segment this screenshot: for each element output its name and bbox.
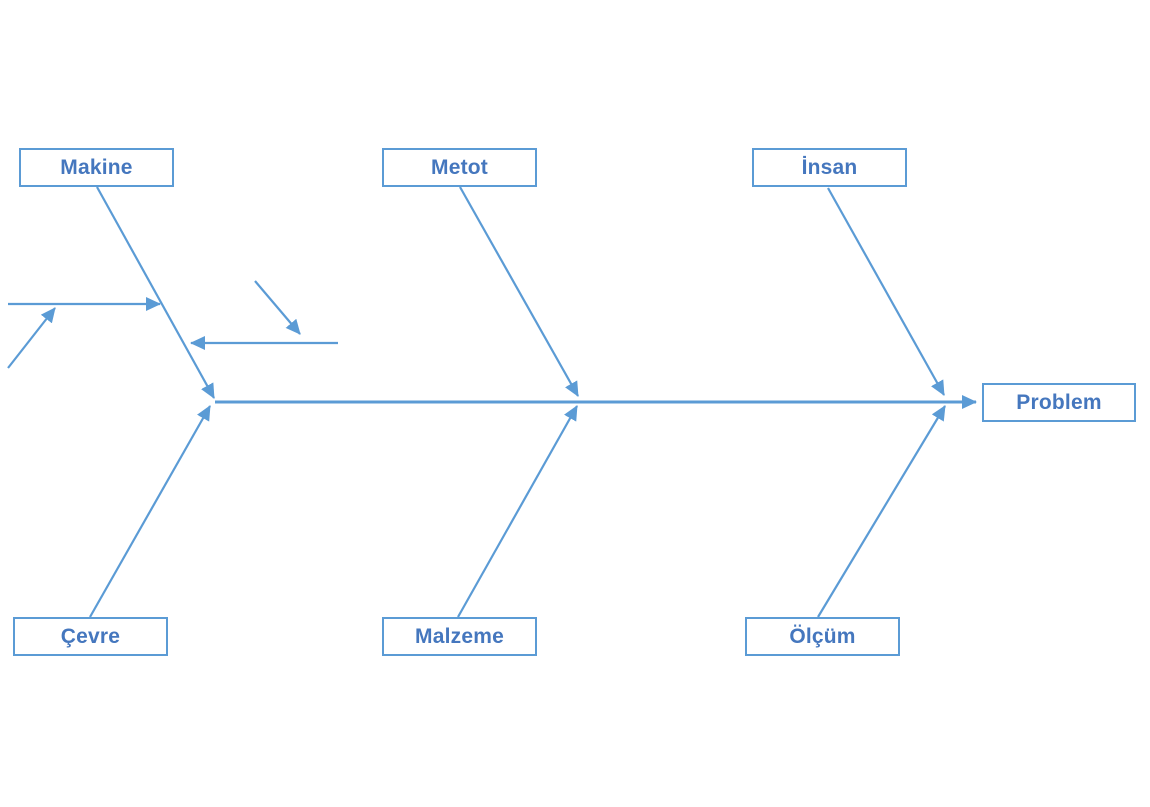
category-label-insan: İnsan [801,156,858,179]
cevre-bone-arrow [89,405,211,618]
makine-subbranch-upper-cause-arrow [7,307,56,369]
category-label-cevre: Çevre [60,625,121,648]
insan-bone-arrow [827,187,945,396]
category-box-olcum: Ölçüm [745,617,900,656]
effect-label: Problem [1016,391,1102,414]
makine-subbranch-lower-cause-arrow [254,280,301,335]
category-label-olcum: Ölçüm [789,625,856,648]
category-box-cevre: Çevre [13,617,168,656]
category-label-makine: Makine [60,156,133,179]
makine-bone-arrow [96,186,215,399]
metot-bone-arrow [459,186,579,397]
effect-box-problem: Problem [982,383,1136,422]
category-label-malzeme: Malzeme [415,625,504,648]
category-box-malzeme: Malzeme [382,617,537,656]
malzeme-bone-arrow [457,405,578,618]
category-box-insan: İnsan [752,148,907,187]
olcum-bone-arrow [817,405,946,618]
category-box-metot: Metot [382,148,537,187]
category-label-metot: Metot [431,156,488,179]
category-box-makine: Makine [19,148,174,187]
